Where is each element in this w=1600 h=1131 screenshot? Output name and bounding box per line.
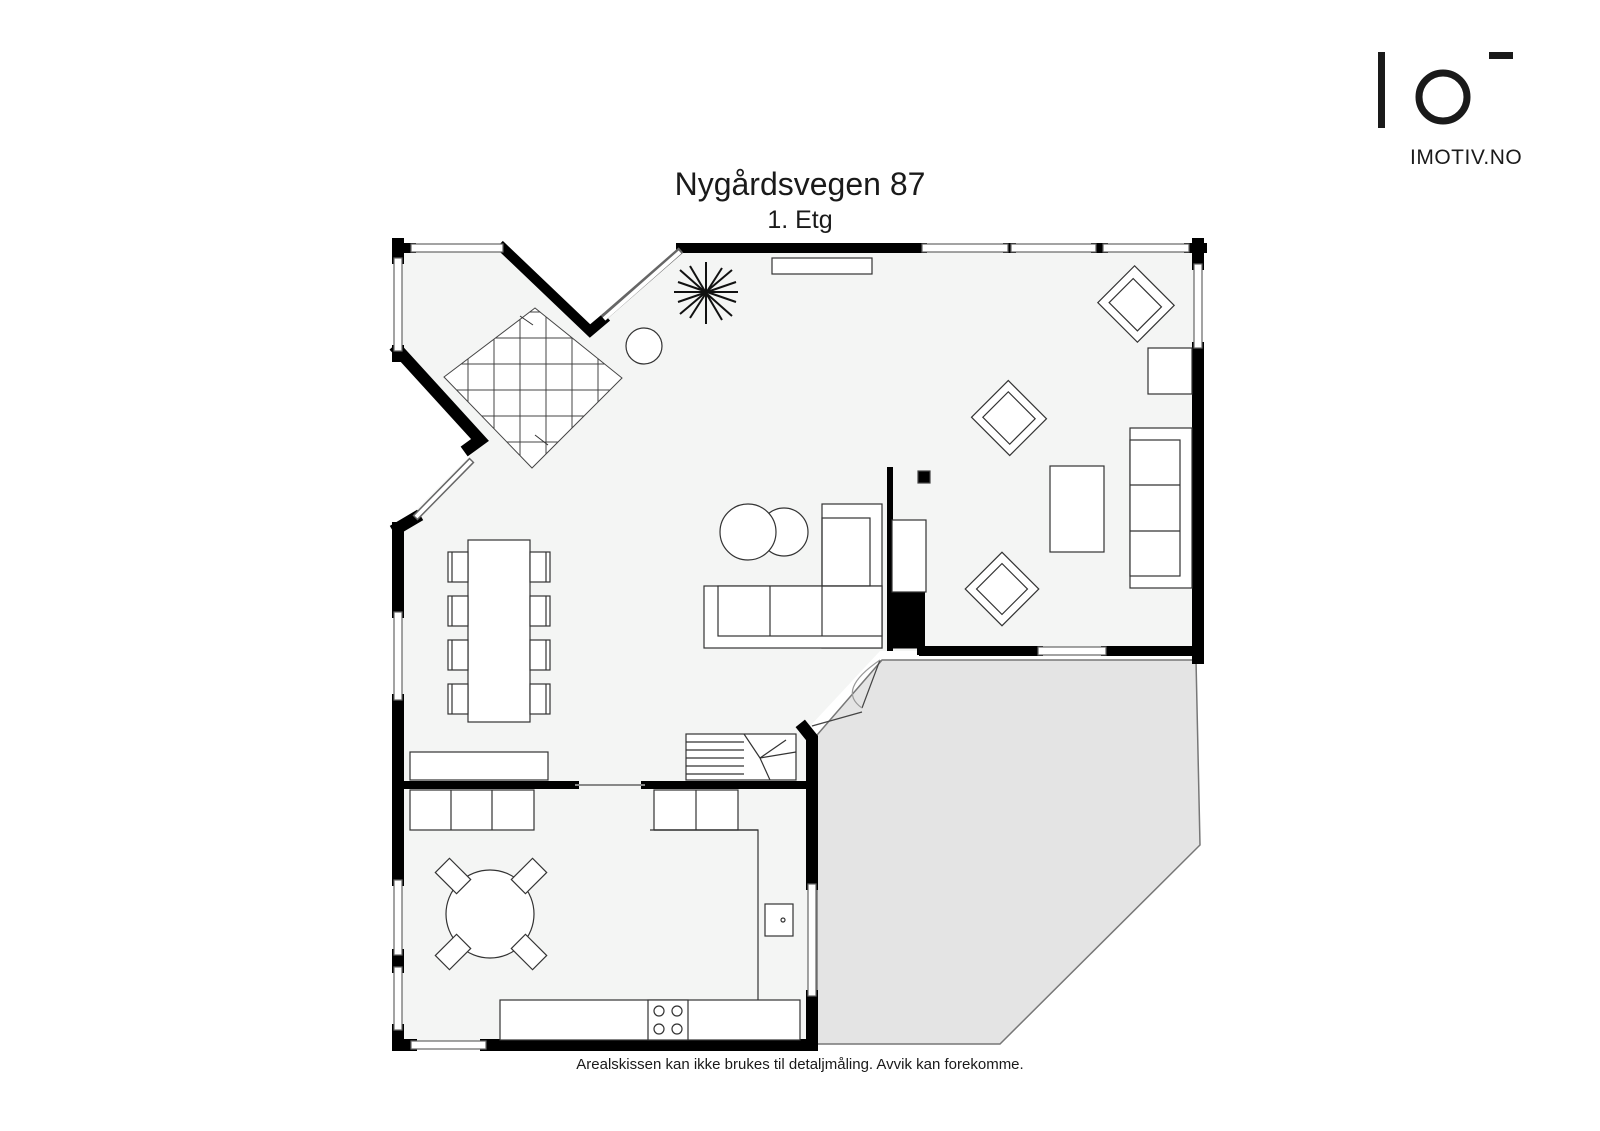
fireplace (771, 257, 873, 275)
disclaimer: Arealskissen kan ikke brukes til detaljm… (576, 1056, 1024, 1073)
imotiv-logo-icon (1378, 52, 1513, 128)
windows (393, 243, 1203, 1050)
armchair (970, 379, 1048, 457)
round-side-table (625, 327, 663, 365)
walls (389, 238, 1207, 1051)
round-table (719, 503, 777, 561)
tv-bench (891, 519, 927, 593)
dining-chair (447, 551, 551, 715)
kitchen-cabinets (409, 789, 801, 1041)
plant-icon (674, 262, 738, 324)
coffee-table (1049, 465, 1105, 553)
corner-sofa (703, 503, 883, 649)
stairs-icon (685, 733, 797, 781)
sink-icon (764, 903, 794, 937)
doors (575, 470, 931, 786)
furniture (409, 257, 1193, 1041)
floor-label: 1. Etg (767, 206, 833, 234)
plan-title: Nygårdsvegen 87 (674, 166, 926, 202)
sofa (1129, 427, 1193, 589)
sideboard (409, 751, 549, 781)
side-cabinet (1147, 347, 1193, 395)
kitchen-table (445, 869, 535, 959)
terrace (816, 659, 1201, 1045)
stove-icon (647, 999, 689, 1041)
dining-table (467, 539, 531, 723)
kitchen-chair (434, 857, 548, 971)
brand-name: IMOTIV.NO (1410, 146, 1523, 169)
stairs-icon (443, 307, 623, 469)
armchair (964, 551, 1040, 627)
armchair (1096, 264, 1176, 344)
